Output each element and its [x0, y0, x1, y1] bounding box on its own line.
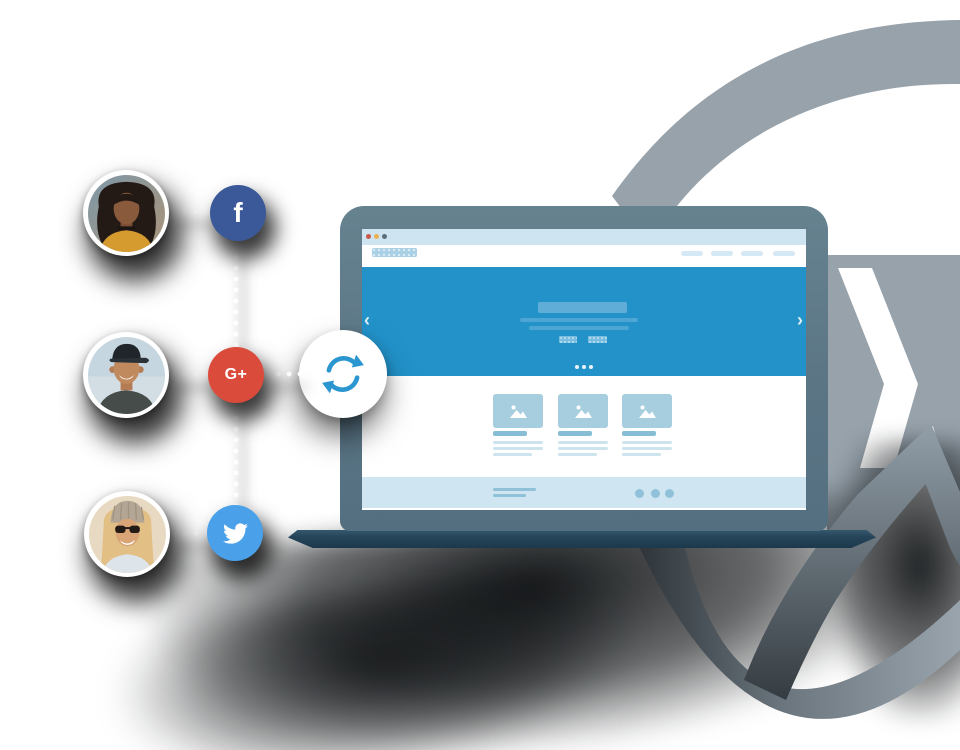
hero-carousel: ‹ ›	[362, 267, 806, 376]
avatar-googleplus-user	[83, 332, 169, 418]
footer-social-dot	[634, 489, 644, 498]
footer-text-placeholder	[493, 488, 536, 491]
footer-social-dot	[665, 489, 674, 498]
card-text-placeholder	[558, 447, 608, 450]
card-text-placeholder	[558, 453, 597, 456]
card-text-placeholder	[622, 447, 672, 450]
avatar-photo	[88, 495, 166, 573]
photo-icon	[574, 405, 592, 418]
laptop-base	[288, 530, 876, 548]
connector-googleplus-sync	[264, 371, 300, 377]
connector-avatar3-twitter	[171, 530, 208, 536]
carousel-dot	[588, 365, 593, 369]
twitter-icon	[207, 505, 263, 561]
nav-link-placeholder	[773, 251, 795, 256]
carousel-dot	[581, 365, 586, 369]
sync-button	[299, 330, 387, 418]
connector-avatar2-googleplus	[170, 371, 208, 377]
hero-text-placeholder	[529, 326, 629, 330]
traffic-light-minimize	[374, 234, 379, 239]
traffic-light-expand	[382, 234, 387, 239]
carousel-next-icon: ›	[797, 310, 803, 330]
sync-arrows-icon	[322, 354, 364, 394]
facebook-icon: f	[210, 185, 266, 241]
avatar-facebook-user	[83, 170, 169, 256]
carousel-dot	[574, 365, 579, 369]
hero-button-placeholder	[559, 336, 577, 343]
card-text-placeholder	[493, 447, 543, 450]
card-text-placeholder	[622, 453, 661, 456]
card-title-placeholder	[558, 431, 592, 436]
hero-button-placeholder	[588, 336, 607, 343]
card-title-placeholder	[493, 431, 527, 436]
card-text-placeholder	[622, 441, 672, 444]
content-card	[558, 394, 608, 470]
site-logo-placeholder	[372, 248, 417, 257]
site-footer	[362, 477, 806, 508]
card-text-placeholder	[493, 441, 543, 444]
connector-googleplus-twitter	[233, 404, 239, 505]
woman-sunglasses-illustration	[88, 495, 166, 573]
laptop-screen: ‹ ›	[340, 206, 828, 531]
footer-text-placeholder	[493, 494, 526, 497]
twitter-bird-icon	[222, 522, 248, 544]
photo-icon	[638, 405, 656, 418]
google-plus-glyph: G+	[224, 366, 248, 383]
woman-dark-hair-illustration	[87, 174, 165, 252]
card-text-placeholder	[493, 453, 532, 456]
card-text-placeholder	[558, 441, 608, 444]
man-with-cap-illustration	[87, 336, 165, 414]
photo-icon	[509, 405, 527, 418]
facebook-glyph: f	[233, 197, 243, 228]
connector-facebook-googleplus	[233, 243, 239, 347]
content-card	[493, 394, 543, 470]
avatar-twitter-user	[84, 491, 170, 577]
image-placeholder	[493, 394, 543, 428]
browser-titlebar	[362, 229, 806, 245]
card-title-placeholder	[622, 431, 656, 436]
nav-link-placeholder	[741, 251, 763, 256]
content-card	[622, 394, 672, 470]
image-placeholder	[622, 394, 672, 428]
nav-link-placeholder	[711, 251, 733, 256]
connector-avatar1-facebook	[170, 208, 210, 214]
nav-link-placeholder	[681, 251, 703, 256]
browser-window: ‹ ›	[362, 229, 806, 510]
image-placeholder	[558, 394, 608, 428]
hero-text-placeholder	[520, 318, 638, 322]
google-plus-icon: G+	[208, 347, 264, 403]
avatar-photo	[87, 174, 165, 252]
carousel-prev-icon: ‹	[364, 310, 370, 330]
footer-social-dot	[650, 489, 660, 498]
hero-heading-placeholder	[538, 302, 627, 313]
avatar-photo	[87, 336, 165, 414]
traffic-light-close	[366, 234, 371, 239]
site-navbar	[362, 245, 806, 267]
